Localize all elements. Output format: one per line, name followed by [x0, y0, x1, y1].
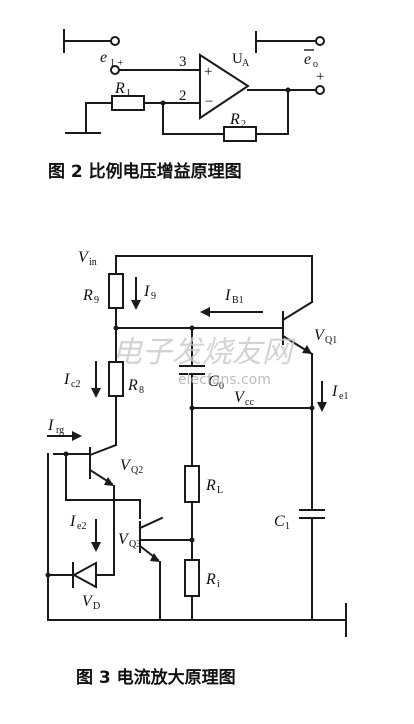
- label-ic2-top: I: [63, 371, 70, 388]
- label-plus-input: +: [204, 64, 212, 80]
- label-r9-sub: 9: [94, 295, 99, 306]
- label-vq2: V: [120, 457, 132, 474]
- eo-terminal: [315, 36, 325, 46]
- label-r1-sub: 1: [126, 88, 131, 99]
- label-pin2: 2: [179, 88, 187, 104]
- label-ua: U: [232, 51, 243, 67]
- label-ie1: I: [331, 383, 338, 400]
- label-eo-plus: +: [316, 69, 324, 85]
- label-rl: R: [205, 477, 216, 494]
- diode-vd: [71, 561, 97, 589]
- label-ie1-sub: e1: [339, 391, 348, 402]
- label-vq2-sub: Q2: [131, 465, 143, 476]
- figure2-circuit: [63, 29, 325, 142]
- label-c1-sub: 1: [285, 521, 290, 532]
- label-ib1-sub: B1: [232, 295, 244, 306]
- figure2-labels: e 1 + 3 2 + − U A e o + R 1 R 2: [100, 49, 324, 130]
- label-e1: e: [100, 49, 107, 66]
- resistor-r9: [108, 273, 124, 309]
- label-eo-sub: o: [313, 59, 318, 70]
- label-vq1-sub: Q1: [325, 335, 337, 346]
- label-vd-sub: D: [93, 601, 100, 612]
- label-vin-sub: in: [89, 257, 97, 268]
- label-c0: C: [208, 373, 219, 390]
- label-vcc: V: [234, 389, 246, 406]
- figure3-caption: 图 3 电流放大原理图: [76, 667, 236, 688]
- resistor-ri: [184, 559, 200, 597]
- label-vd: V: [82, 593, 94, 610]
- label-ri: R: [205, 571, 216, 588]
- label-rl-sub: L: [217, 485, 223, 496]
- label-ri-sub: i: [217, 579, 220, 590]
- label-r1: R: [114, 80, 125, 97]
- eo-output-terminal: [315, 85, 325, 95]
- label-pin3: 3: [179, 54, 187, 70]
- label-ib1: I: [224, 287, 231, 304]
- label-ie2-sub: e2: [77, 521, 86, 532]
- label-i9: I: [143, 283, 150, 300]
- label-ua-sub: A: [242, 58, 250, 69]
- figure2-caption: 图 2 比例电压增益原理图: [48, 161, 242, 182]
- resistor-r2: [223, 126, 257, 142]
- watermark-url: elecfans.com: [178, 372, 271, 388]
- opamp-ua: [199, 53, 250, 120]
- label-vq1: V: [314, 327, 326, 344]
- label-r9: R: [82, 287, 93, 304]
- label-c0-sub: 0: [219, 381, 224, 392]
- label-irg: I: [47, 417, 54, 434]
- watermark-cn: 电子发烧友网: [112, 335, 296, 370]
- figure3-circuit: [45, 255, 347, 637]
- label-irg-sub: rg: [56, 425, 64, 436]
- label-ic2-top-sub: c2: [71, 379, 80, 390]
- label-e1-sub: 1 +: [110, 58, 124, 69]
- label-minus-input: −: [205, 94, 213, 110]
- label-vq3: V: [118, 531, 130, 548]
- label-ie2: I: [69, 513, 76, 530]
- label-i9-sub: 9: [151, 291, 156, 302]
- label-r2: R: [229, 111, 240, 128]
- figure3-current-arrows: [47, 277, 327, 552]
- figure3-labels: V in R 9 I 9 I B1 V Q1 I c2 R 8 C 0 I e1…: [47, 249, 348, 612]
- resistor-rl: [184, 465, 200, 503]
- label-r2-sub: 2: [241, 119, 246, 130]
- e1-terminal: [110, 36, 120, 46]
- label-vin: V: [78, 249, 90, 266]
- label-r8-sub: 8: [139, 385, 144, 396]
- label-vcc-sub: cc: [245, 397, 254, 408]
- label-vq3-sub: Q3: [129, 539, 141, 550]
- label-r8: R: [127, 377, 138, 394]
- label-eo: e: [304, 51, 311, 68]
- label-c1: C: [274, 513, 285, 530]
